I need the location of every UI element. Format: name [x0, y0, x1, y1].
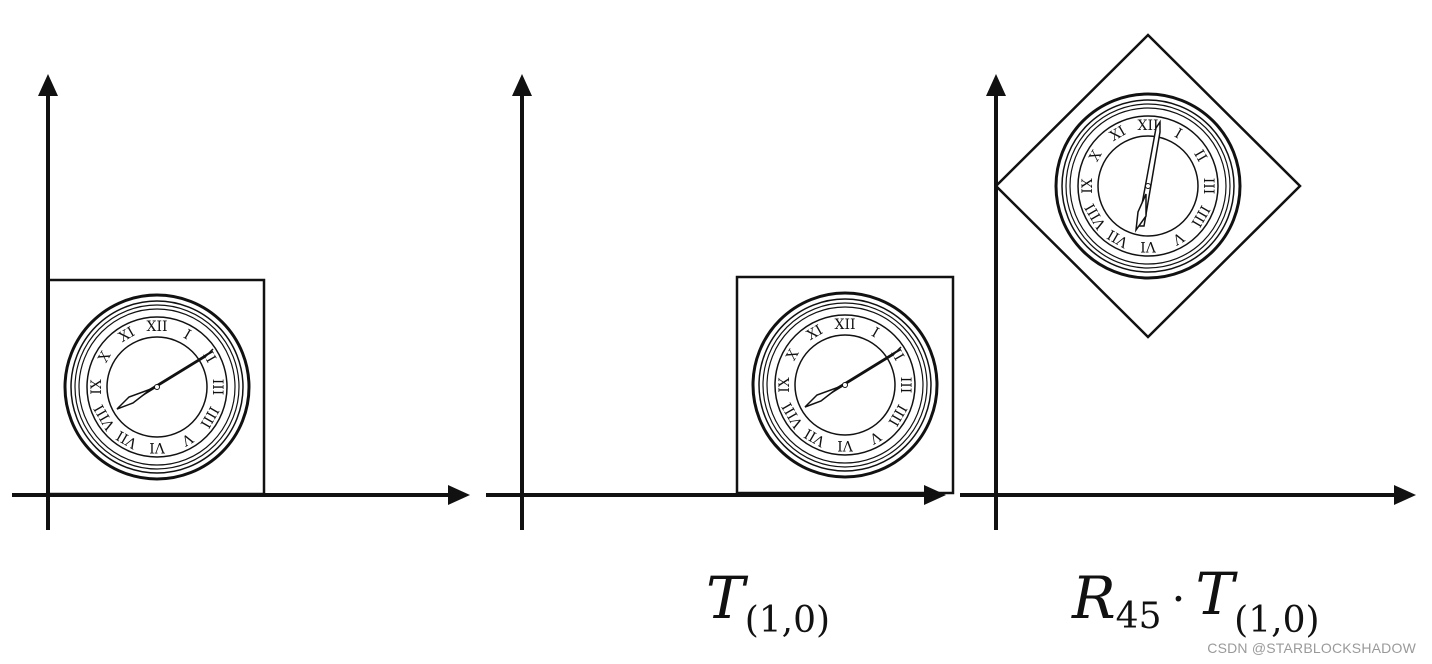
clock-icon: [1054, 92, 1242, 280]
x-axis-arrow: [1394, 485, 1416, 505]
y-axis-arrow: [986, 74, 1006, 96]
axes: [486, 74, 946, 530]
clock-icon: [63, 293, 251, 481]
x-axis-arrow: [448, 485, 470, 505]
panel-rotated-translated: R45·T(1,0): [960, 33, 1416, 641]
clock-frame: [46, 278, 266, 496]
y-axis-arrow: [512, 74, 532, 96]
axes: [12, 74, 470, 530]
watermark: CSDN @STARBLOCKSHADOW: [1207, 640, 1416, 656]
clock-frame: [735, 275, 955, 495]
label-rotation-translation: R45·T(1,0): [1071, 560, 1320, 641]
y-axis-arrow: [38, 74, 58, 96]
panel-translated: T(1,0): [486, 74, 955, 641]
x-axis-arrow: [924, 485, 946, 505]
axes: [960, 74, 1416, 530]
clock-frame-rotated: [994, 33, 1302, 339]
panel-original: [12, 74, 470, 530]
label-translation: T(1,0): [706, 564, 830, 641]
clock-icon: [751, 291, 939, 479]
